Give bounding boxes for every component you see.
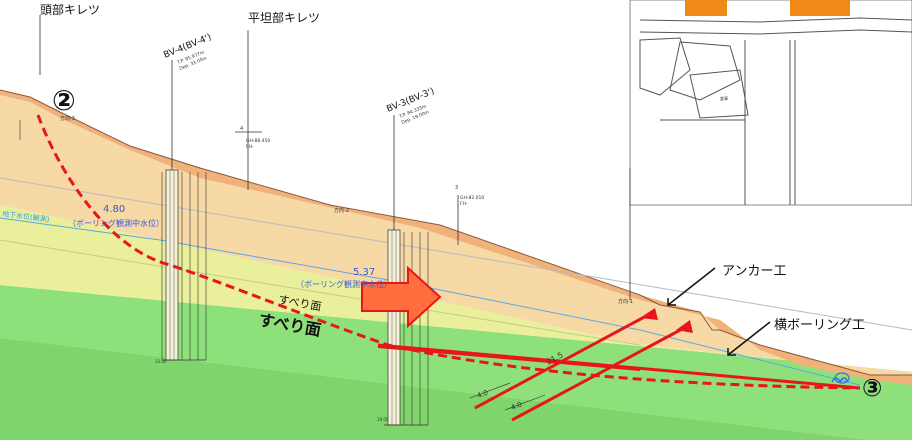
boring-callout-arrow (727, 321, 771, 356)
marker-3: ③ (862, 374, 882, 402)
gw-depth-bv3: 5.37 (353, 267, 375, 278)
head-scarp-label: 頭部キレツ (40, 2, 100, 17)
borehole-bv4: 33.00 (155, 169, 207, 364)
green-layer (0, 285, 912, 440)
survey-4-fh: FH- (246, 144, 254, 150)
strata-line (0, 239, 641, 346)
bv4-depth-bottom: 33.00 (155, 359, 167, 364)
anchor-line (511, 326, 685, 422)
top-soil-layer (0, 90, 912, 385)
dimension-line (504, 394, 546, 411)
anchor-head (676, 320, 693, 333)
direction-2-label: 方向-2 (334, 207, 349, 214)
map-building-orange (685, 0, 727, 16)
arrowhead (667, 298, 676, 306)
spring-icon (831, 372, 850, 384)
map-parcel (669, 41, 741, 101)
marker-2: ② (52, 84, 76, 117)
survey-3-fh: FH- (460, 201, 468, 207)
gw-note-bv4: （ボーリング観測中水位） (68, 218, 164, 228)
direction-1-label: 方向-1 (618, 298, 633, 305)
anchor-line (474, 313, 649, 410)
map-parcel (639, 37, 691, 96)
horizontal-boring-line (377, 346, 641, 371)
survey-3-number: 3 (455, 185, 458, 191)
horizontal-boring-line (377, 343, 861, 390)
beige-layer (0, 95, 912, 380)
dimension-4-0-a: 4.0 (476, 389, 489, 400)
survey-4-number: 4 (240, 126, 243, 132)
direction-3-label: 方向-3 (60, 115, 75, 122)
horizontal-boring-label: 横ボーリング工 (774, 318, 865, 333)
anchor-callout-arrow (667, 267, 716, 306)
flat-scarp-label: 平坦部キレツ (248, 10, 320, 25)
movement-direction-arrow (361, 265, 442, 329)
yellow-layer (0, 205, 912, 372)
strata-line (0, 177, 912, 331)
dimension-line (469, 382, 511, 399)
anchor-label: アンカー工 (722, 264, 786, 279)
arrowhead (727, 348, 736, 356)
survey-3-gh: GH-82.010 (460, 195, 484, 201)
map-building-orange (790, 0, 850, 16)
bv3-depth-bottom: 19.00 (377, 417, 389, 422)
anchor-head (640, 308, 658, 320)
map-building-label: 倉庫 (720, 95, 728, 101)
gw-depth-bv4: 4.80 (103, 204, 125, 215)
dimension-4-0-b: 4.0 (510, 401, 523, 412)
borehole-bv3: 19.00 (377, 229, 429, 426)
map-inset: 倉庫 (629, 0, 912, 206)
survey-4-gh: GH-88.450 (246, 138, 270, 144)
map-parcel (689, 69, 749, 119)
gw-note-bv3: （ボーリング観測中水位） (296, 279, 392, 289)
green-layer-lower (0, 338, 870, 440)
